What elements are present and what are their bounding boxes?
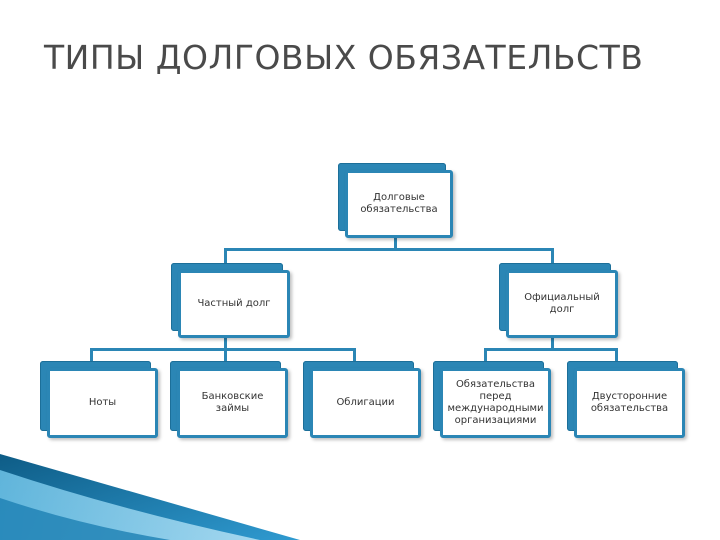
node-bank-loans: Банковские займы	[170, 361, 288, 438]
node-bonds-label: Облигации	[336, 397, 395, 408]
node-bilateral-label: Двусторонние обязательства	[590, 391, 669, 414]
node-intl-orgs-label: Обязательства перед международными орган…	[447, 379, 544, 426]
decorative-corner-wave	[0, 454, 300, 540]
connector-private-horizontal	[90, 348, 356, 351]
node-official-debt-label: Официальный долг	[524, 292, 600, 315]
connector-root-down	[394, 236, 397, 250]
connector-to-intl-orgs	[484, 348, 487, 364]
node-bonds: Облигации	[303, 361, 421, 438]
connector-to-bilateral	[615, 348, 618, 364]
connector-to-private	[224, 248, 227, 270]
connector-to-notes	[90, 348, 93, 364]
node-root-label: Долговые обязательства	[360, 192, 438, 215]
node-intl-orgs: Обязательства перед международными орган…	[433, 361, 551, 438]
node-notes: Ноты	[40, 361, 158, 438]
connector-to-bonds	[353, 348, 356, 364]
connector-official-horizontal	[484, 348, 618, 351]
node-bank-loans-label: Банковские займы	[201, 391, 264, 414]
connector-to-official	[551, 248, 554, 270]
node-bilateral: Двусторонние обязательства	[567, 361, 685, 438]
connector-private-down	[224, 337, 227, 351]
connector-to-bank-loans	[224, 348, 227, 364]
slide-title: ТИПЫ ДОЛГОВЫХ ОБЯЗАТЕЛЬСТВ	[44, 38, 644, 77]
node-root: Долговые обязательства	[338, 163, 453, 238]
node-private-debt: Частный долг	[171, 263, 290, 338]
node-notes-label: Ноты	[88, 397, 117, 408]
node-private-debt-label: Частный долг	[197, 298, 271, 309]
connector-official-down	[551, 337, 554, 351]
node-official-debt: Официальный долг	[499, 263, 618, 338]
connector-level1-horizontal	[224, 248, 554, 251]
